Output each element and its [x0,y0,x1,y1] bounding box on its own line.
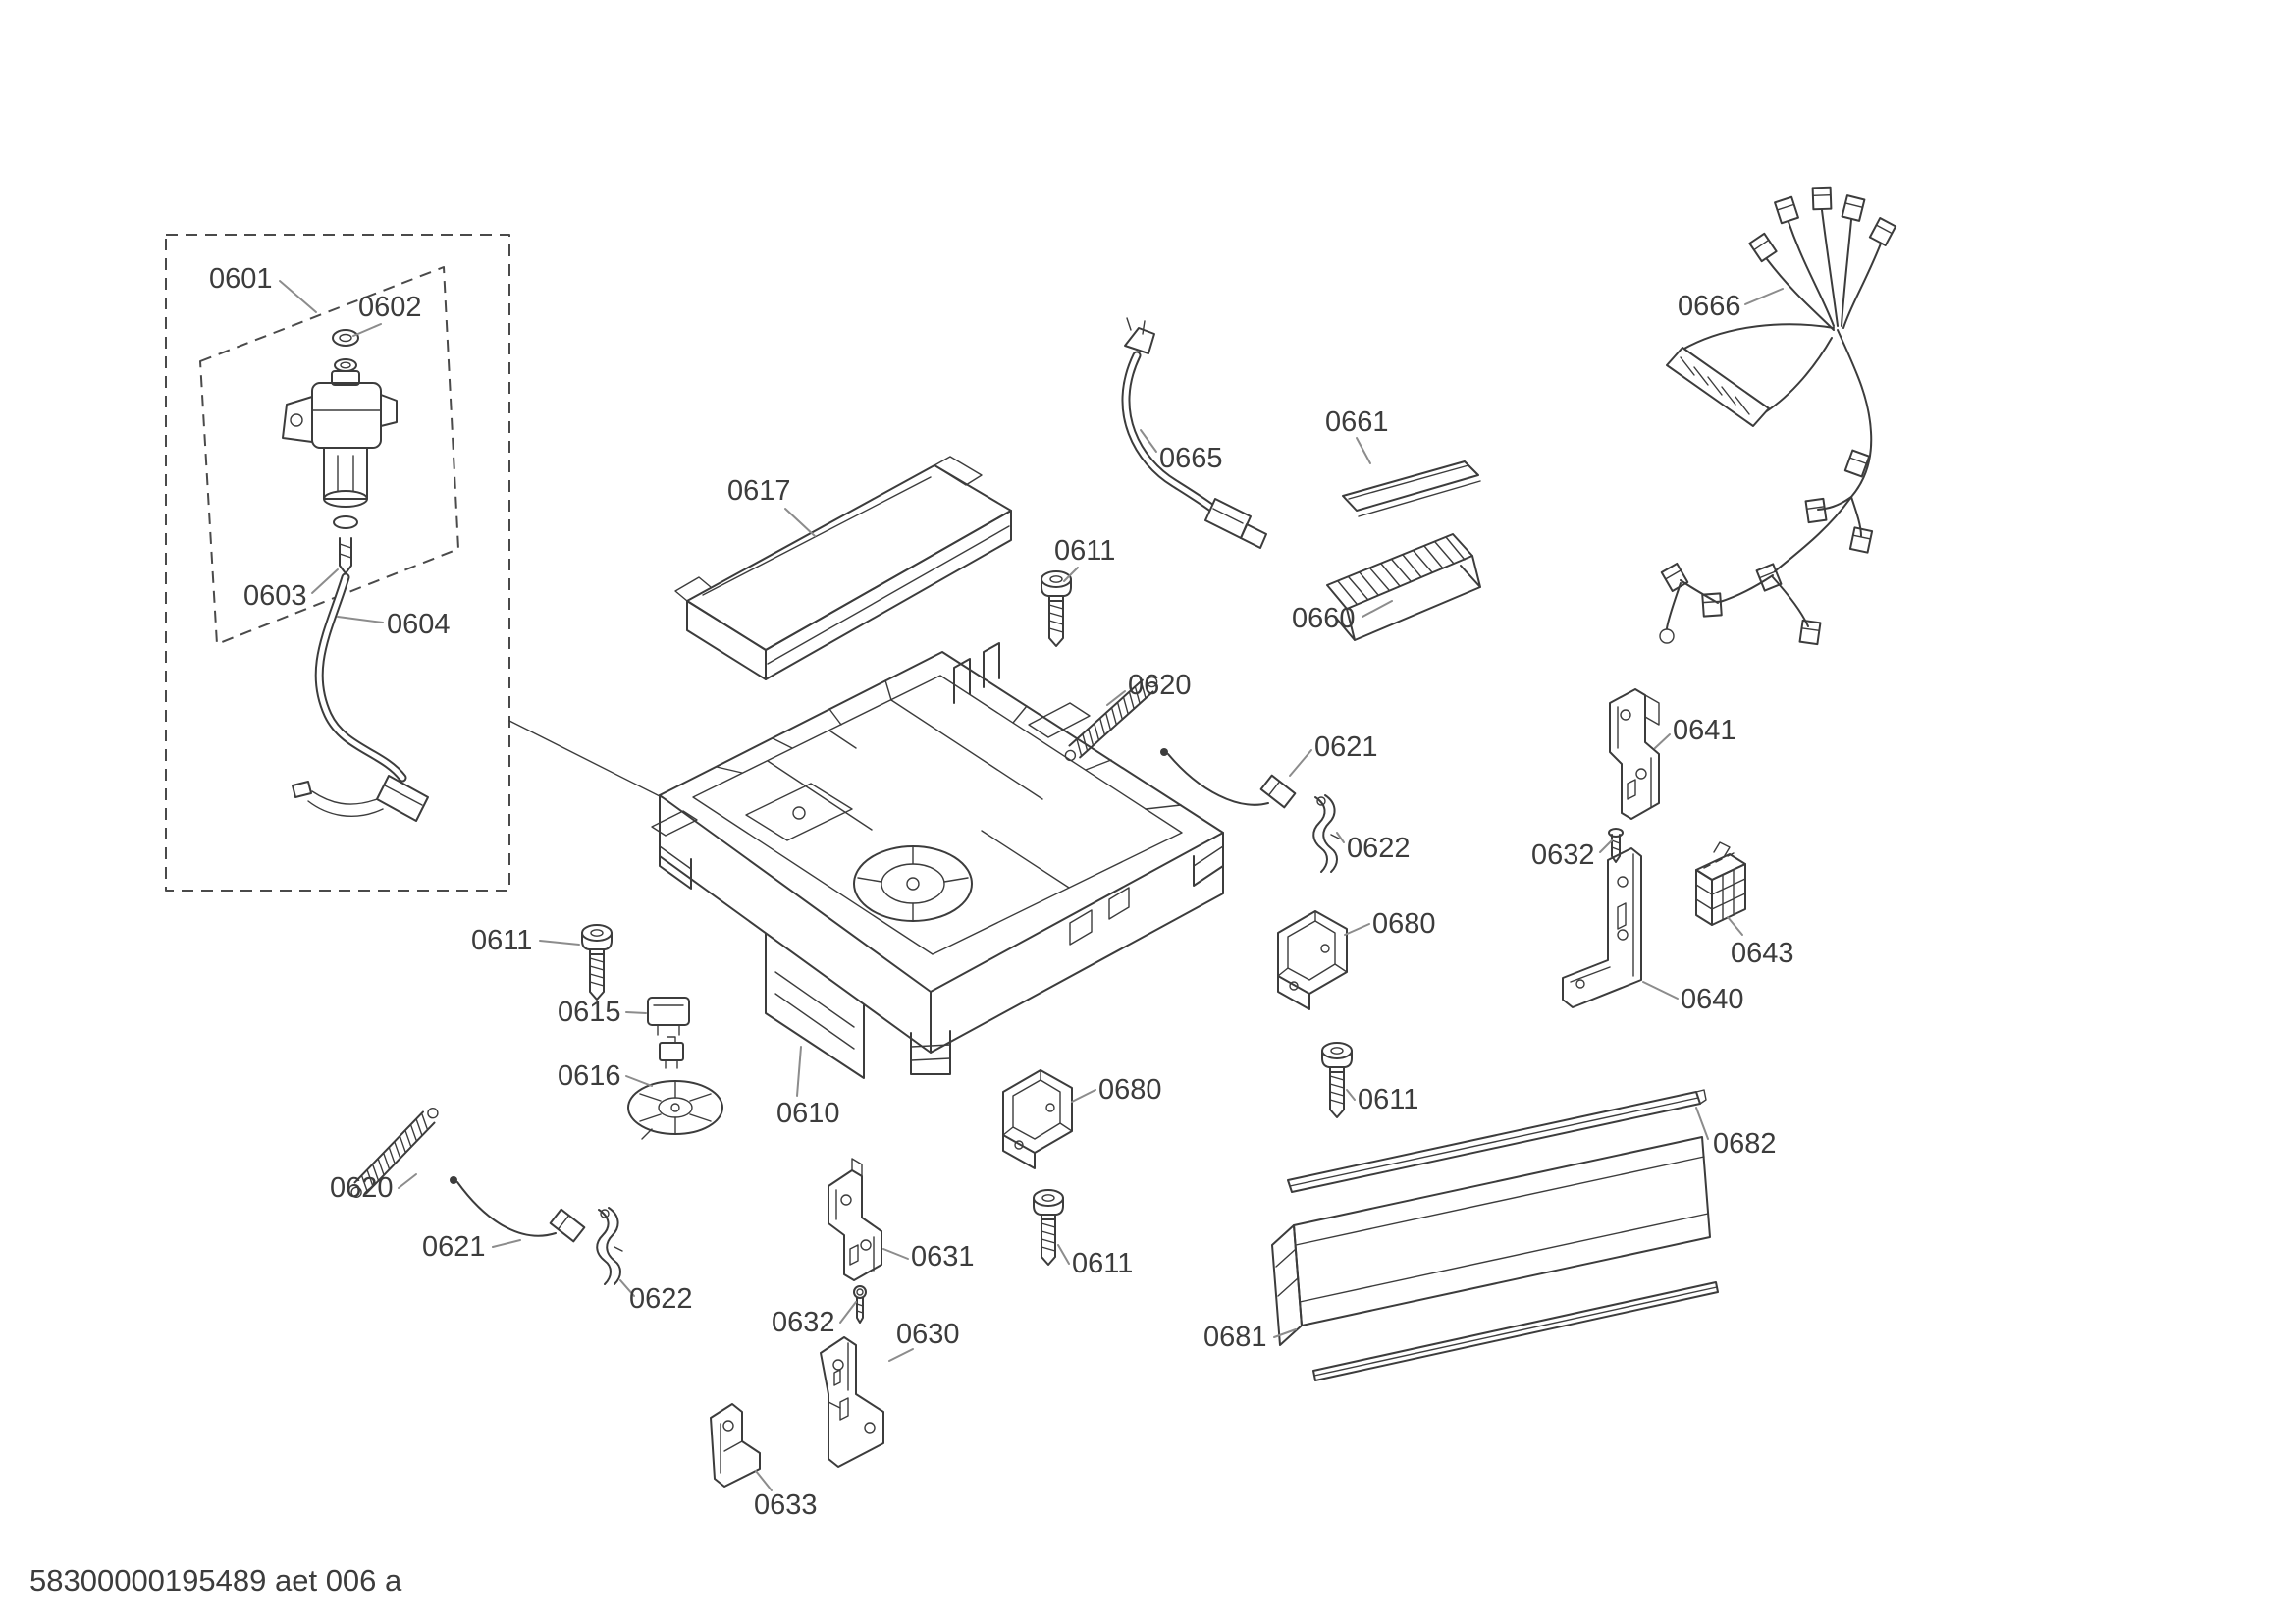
part-0621-cable-2 [450,1176,586,1243]
callout-0611-2: 0611 [471,925,532,956]
callout-0621-1: 0621 [1314,731,1378,763]
callout-0603: 0603 [243,580,307,612]
part-0611-screw-4 [1033,1189,1064,1266]
callout-0621-2: 0621 [422,1231,486,1263]
callout-0681: 0681 [1203,1322,1267,1353]
part-0611-screw-1 [1041,570,1072,647]
part-0630-bracket [820,1336,884,1468]
part-0611-screw-2 [581,924,613,1001]
part-0631-hinge-bracket [828,1158,882,1281]
callout-0631: 0631 [911,1241,975,1272]
callout-0604: 0604 [387,609,451,640]
callout-0660: 0660 [1292,603,1356,634]
callout-0611-1: 0611 [1054,535,1115,567]
callout-0601: 0601 [209,263,273,295]
part-0640-mounting-bracket [1562,847,1642,1008]
part-0601-water-inlet-valve [282,329,398,574]
part-0633-bracket [710,1403,761,1488]
callout-0680-2: 0680 [1098,1074,1162,1106]
aquastop-inner-dashed-box [199,266,459,645]
part-0661-strip [1342,460,1481,517]
part-0616-cover [627,1036,723,1140]
part-0621-cable-1 [1160,748,1297,809]
callout-0616: 0616 [558,1060,621,1092]
callout-0622-2: 0622 [629,1283,693,1315]
part-0682-trim-rail [1287,1089,1707,1193]
callout-0665: 0665 [1159,443,1223,474]
callout-0666: 0666 [1678,291,1741,322]
part-0643-terminal-block [1695,841,1746,926]
part-0615-capacitor [647,997,690,1036]
hose-end-connector [292,775,429,822]
callout-0661: 0661 [1325,406,1389,438]
part-0617-cover-panel [674,456,1012,680]
part-0604-inlet-hose [314,572,407,783]
document-number: 58300000195489 aet 006 a [29,1563,402,1597]
callout-0602: 0602 [358,292,422,323]
aquastop-outer-dashed-box [165,234,510,892]
part-0622-clip-1 [1312,794,1340,873]
callout-0611-4: 0611 [1072,1248,1133,1279]
part-0680-corner-bracket-2 [1002,1069,1073,1169]
callout-0632-1: 0632 [1531,839,1595,871]
callout-0630: 0630 [896,1319,960,1350]
callout-0620-1: 0620 [1128,670,1192,701]
part-0660-vent-panel [1326,533,1481,641]
callout-0617: 0617 [727,475,791,507]
callout-labels: 0601 0602 0603 0604 0617 0611 0665 0661 … [209,263,1794,1521]
part-0611-screw-3 [1321,1042,1353,1118]
callout-0640: 0640 [1681,984,1744,1015]
callout-0682: 0682 [1713,1128,1777,1160]
callout-0641: 0641 [1673,715,1736,746]
part-0632-pin-2 [853,1285,867,1324]
callout-0632-2: 0632 [772,1307,835,1338]
part-0680-corner-bracket-1 [1277,910,1348,1010]
callout-0620-2: 0620 [330,1172,394,1204]
part-0641-hinge-bracket [1609,688,1660,820]
callout-0633: 0633 [754,1489,818,1521]
part-0681-kick-panel [1271,1136,1719,1381]
callout-0611-3: 0611 [1358,1084,1418,1115]
callout-0622-1: 0622 [1347,833,1411,864]
callout-0643: 0643 [1731,938,1794,969]
part-0665-power-cord [1121,317,1267,549]
part-0610-base-pan [651,642,1224,1079]
callout-0615: 0615 [558,997,621,1028]
leader-lines [279,280,1784,1491]
callout-0680-1: 0680 [1372,908,1436,940]
hose-routing-line [508,720,667,800]
part-0666-cable-harness [1659,186,1897,646]
callout-0610: 0610 [776,1098,840,1129]
part-0622-clip-2 [596,1207,623,1285]
